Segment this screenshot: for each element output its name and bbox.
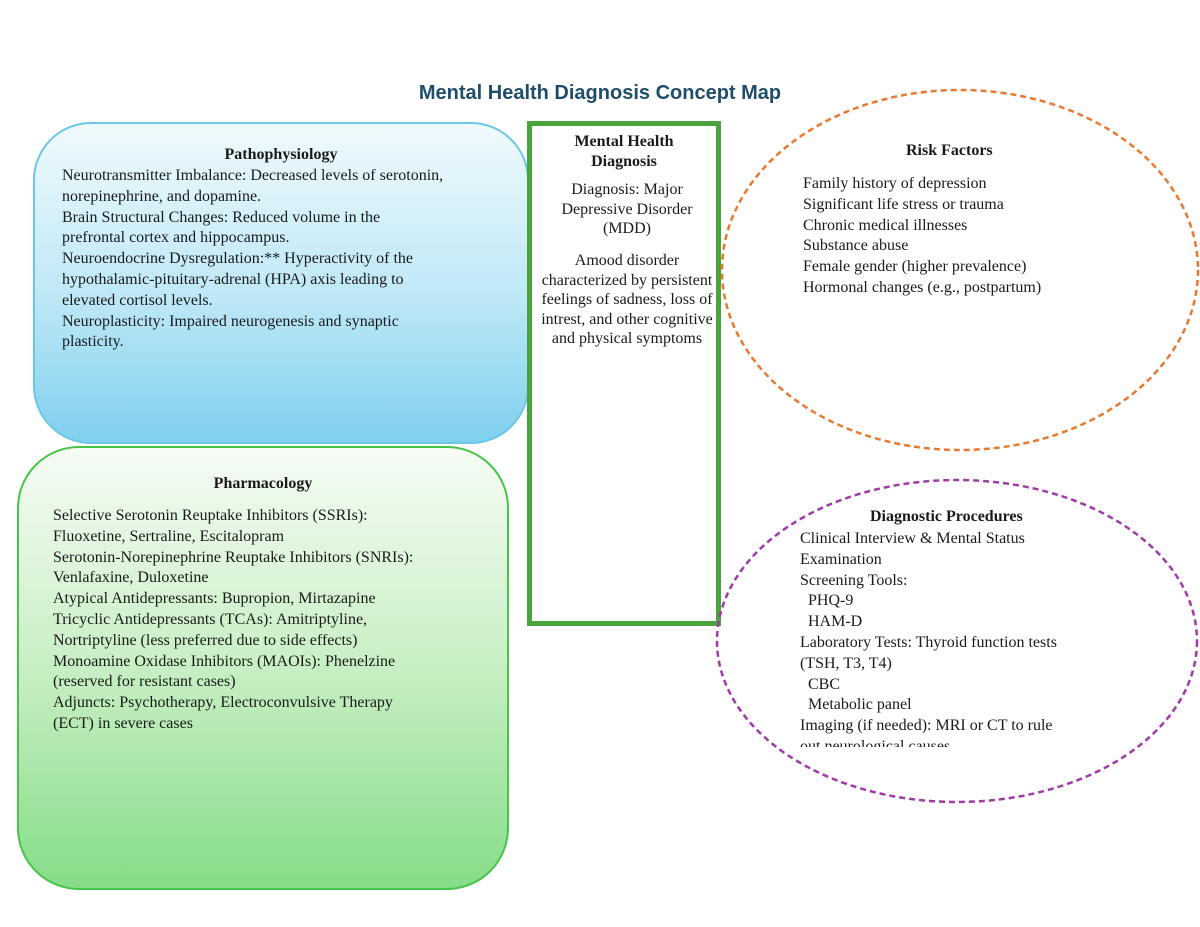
diagnostic-line: HAM-D [808,613,863,631]
diagnostic-line: Screening Tools: [800,571,908,589]
diagnostic-line: CBC [808,675,841,693]
center-heading-line: Diagnosis [591,153,657,170]
pharmacology-line: (reserved for resistant cases) [53,673,236,691]
pharmacology-line: (ECT) in severe cases [53,714,193,732]
diagnostic-line: Metabolic panel [808,696,912,714]
pharmacology-line: Serotonin-Norepinephrine Reuptake Inhibi… [53,548,414,566]
risk-factor-line: Hormonal changes (e.g., postpartum) [803,278,1042,296]
diagnostic-line: Laboratory Tests: Thyroid function tests [800,633,1057,651]
risk-factor-line: Family history of depression [803,175,987,192]
pathophysiology-text: Neurotransmitter Imbalance: Decreased le… [62,166,443,353]
pathophysiology-line: plasticity. [62,333,124,351]
pathophysiology-line: norepinephrine, and dopamine. [62,187,262,205]
pharmacology-line: Adjuncts: Psychotherapy, Electroconvulsi… [53,694,393,712]
risk-factor-line: Significant life stress or trauma [803,195,1004,213]
pathophysiology-line: Neuroendocrine Dysregulation:** Hyperact… [62,250,413,268]
diagnostic-line: Examination [800,550,882,568]
diagnostic-line: (TSH, T3, T4) [800,654,892,672]
diagnostic-line: PHQ-9 [808,592,854,610]
risk-factors-ellipse [720,88,1200,452]
pathophysiology-line: hypothalamic-pituitary-adrenal (HPA) axi… [62,270,404,288]
pharmacology-text: Selective Serotonin Reuptake Inhibitors … [53,506,413,735]
risk-factor-line: Female gender (higher prevalence) [803,258,1027,276]
pharmacology-line: Atypical Antidepressants: Bupropion, Mir… [53,590,376,608]
pharmacology-line: Fluoxetine, Sertraline, Escitalopram [53,527,285,545]
risk-factors-text: Family history of depression Significant… [803,174,1041,299]
diagnostic-line: out neurological causes [800,737,951,747]
diagnostic-procedures-heading: Diagnostic Procedures [870,508,1023,525]
pathophysiology-line: Brain Structural Changes: Reduced volume… [62,208,381,226]
pharmacology-line: Monoamine Oxidase Inhibitors (MAOIs): Ph… [53,652,396,670]
pathophysiology-line: prefrontal cortex and hippocampus. [62,229,290,247]
pharmacology-line: Tricyclic Antidepressants (TCAs): Amitri… [53,610,368,628]
diagnostic-line: Imaging (if needed): MRI or CT to rule [800,717,1053,735]
diagnosis-description: Amood disorder characterized by persiste… [541,252,713,348]
center-heading-line: Mental Health [574,133,674,150]
pathophysiology-heading: Pathophysiology [224,146,338,163]
risk-factor-line: Substance abuse [803,237,909,255]
diagnosis-center-box: Mental Health Diagnosis Diagnosis: Major… [527,121,721,626]
pathophysiology-line: Neurotransmitter Imbalance: Decreased le… [62,167,444,184]
diagnosis-text: Diagnosis: Major Depressive Disorder (MD… [561,181,693,238]
page-title: Mental Health Diagnosis Concept Map [418,82,782,104]
pharmacology-line: Nortriptyline (less preferred due to sid… [53,631,358,649]
risk-factor-line: Chronic medical illnesses [803,216,968,234]
diagnostic-procedures-ellipse [715,478,1199,804]
diagnostic-line: Clinical Interview & Mental Status [800,530,1025,547]
pathophysiology-line: Neuroplasticity: Impaired neurogenesis a… [62,312,399,330]
pharmacology-box: Pharmacology Selective Serotonin Reuptak… [17,446,509,890]
pharmacology-line: Selective Serotonin Reuptake Inhibitors … [53,507,368,524]
pathophysiology-line: elevated cortisol levels. [62,291,213,309]
center-heading: Mental Health Diagnosis [532,132,716,172]
pharmacology-heading: Pharmacology [213,475,313,492]
risk-factors-heading: Risk Factors [906,142,993,159]
diagnostic-procedures-text: Clinical Interview & Mental Status Exami… [800,529,1130,747]
pharmacology-line: Venlafaxine, Duloxetine [53,569,209,587]
